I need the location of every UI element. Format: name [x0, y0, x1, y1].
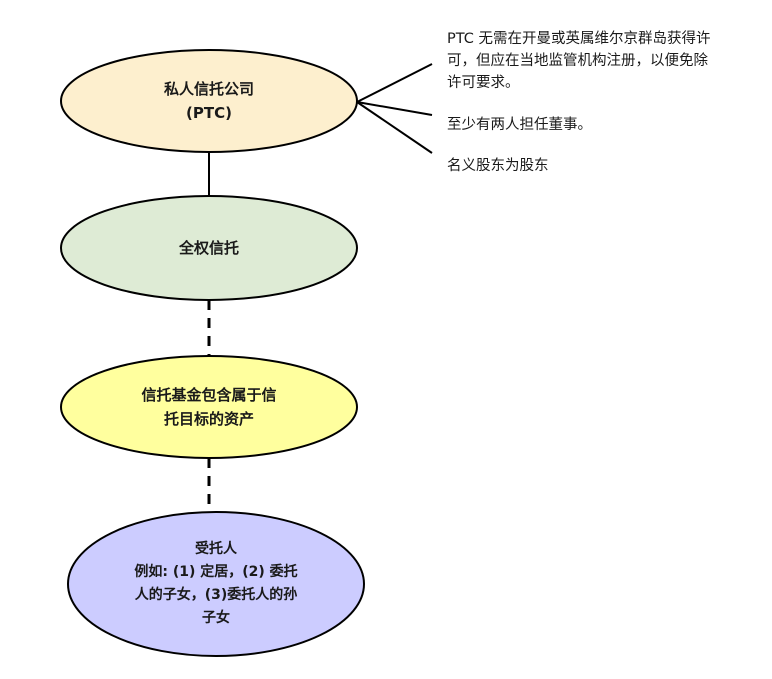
node-ptc-label: 私人信托公司 (PTC): [61, 50, 357, 152]
node-beneficiaries-label: 受托人 例如: (1) 定居，(2) 委托 人的子女，(3)委托人的孙 子女: [68, 512, 364, 656]
beneficiaries-line-2: 例如: (1) 定居，(2) 委托: [134, 564, 298, 580]
trust-fund-line-2: 托目标的资产: [163, 410, 254, 428]
note-licensing-line-3: 许可要求。: [447, 75, 520, 91]
ptc-abbreviation: (PTC): [186, 104, 232, 122]
note-directors: 至少有两人担任董事。: [447, 114, 592, 136]
note-shareholders: 名义股东为股东: [447, 155, 549, 177]
callout-line-directors: [356, 101, 433, 116]
callout-line-shareholders: [356, 101, 433, 154]
node-discretionary-trust-label: 全权信托: [61, 196, 357, 300]
node-trust-fund-ellipse: [60, 355, 358, 459]
note-licensing-line-1: PTC 无需在开曼或英属维尔京群岛获得许: [447, 31, 711, 47]
note-shareholders-line-1: 名义股东为股东: [447, 158, 549, 174]
beneficiaries-line-1: 受托人: [195, 541, 237, 557]
beneficiaries-line-4: 子女: [202, 610, 230, 626]
node-ptc-ellipse: [60, 49, 358, 153]
trust-fund-line-1: 信托基金包含属于信: [141, 386, 277, 404]
node-discretionary-trust-ellipse: [60, 195, 358, 301]
discretionary-trust-title: 全权信托: [178, 239, 239, 257]
note-licensing-line-2: 可，但应在当地监管机构注册，以便免除: [447, 53, 708, 69]
beneficiaries-line-3: 人的子女，(3)委托人的孙: [134, 587, 298, 603]
note-licensing: PTC 无需在开曼或英属维尔京群岛获得许 可，但应在当地监管机构注册，以便免除 …: [447, 28, 710, 94]
note-directors-line-1: 至少有两人担任董事。: [447, 117, 592, 133]
node-beneficiaries-ellipse: [67, 511, 365, 657]
node-trust-fund-label: 信托基金包含属于信 托目标的资产: [61, 356, 357, 458]
ptc-title: 私人信托公司: [163, 80, 254, 98]
callout-line-licensing: [356, 63, 433, 103]
